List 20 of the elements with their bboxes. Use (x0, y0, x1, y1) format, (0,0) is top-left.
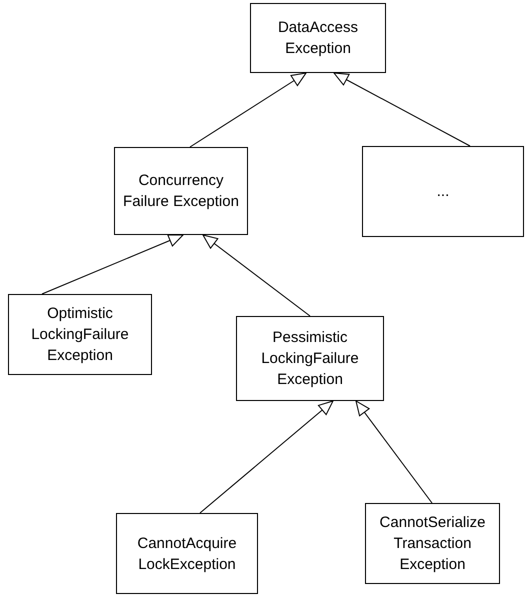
class-box (365, 503, 500, 584)
class-name: CannotAcquire LockException (136, 534, 238, 574)
class-box (362, 146, 524, 237)
class-box (236, 316, 384, 401)
inheritance-arrow (190, 72, 306, 148)
class-name: Concurrency Failure Exception (122, 171, 240, 212)
inheritance-arrow (42, 234, 184, 294)
class-name: Pessimistic LockingFailure Exception (260, 328, 360, 390)
class-box (114, 147, 248, 235)
class-name: Optimistic LockingFailure Exception (30, 304, 130, 366)
inheritance-arrow (200, 400, 334, 514)
class-name: ... (436, 182, 450, 202)
class-box (8, 294, 152, 375)
inheritance-arrow (334, 72, 470, 146)
class-box (250, 3, 386, 73)
inheritance-arrow (202, 234, 310, 316)
inheritance-arrow (356, 400, 432, 504)
class-name: DataAccess Exception (276, 18, 360, 59)
class-name: CannotSerialize Transaction Exception (378, 513, 486, 575)
class-box (116, 513, 258, 594)
